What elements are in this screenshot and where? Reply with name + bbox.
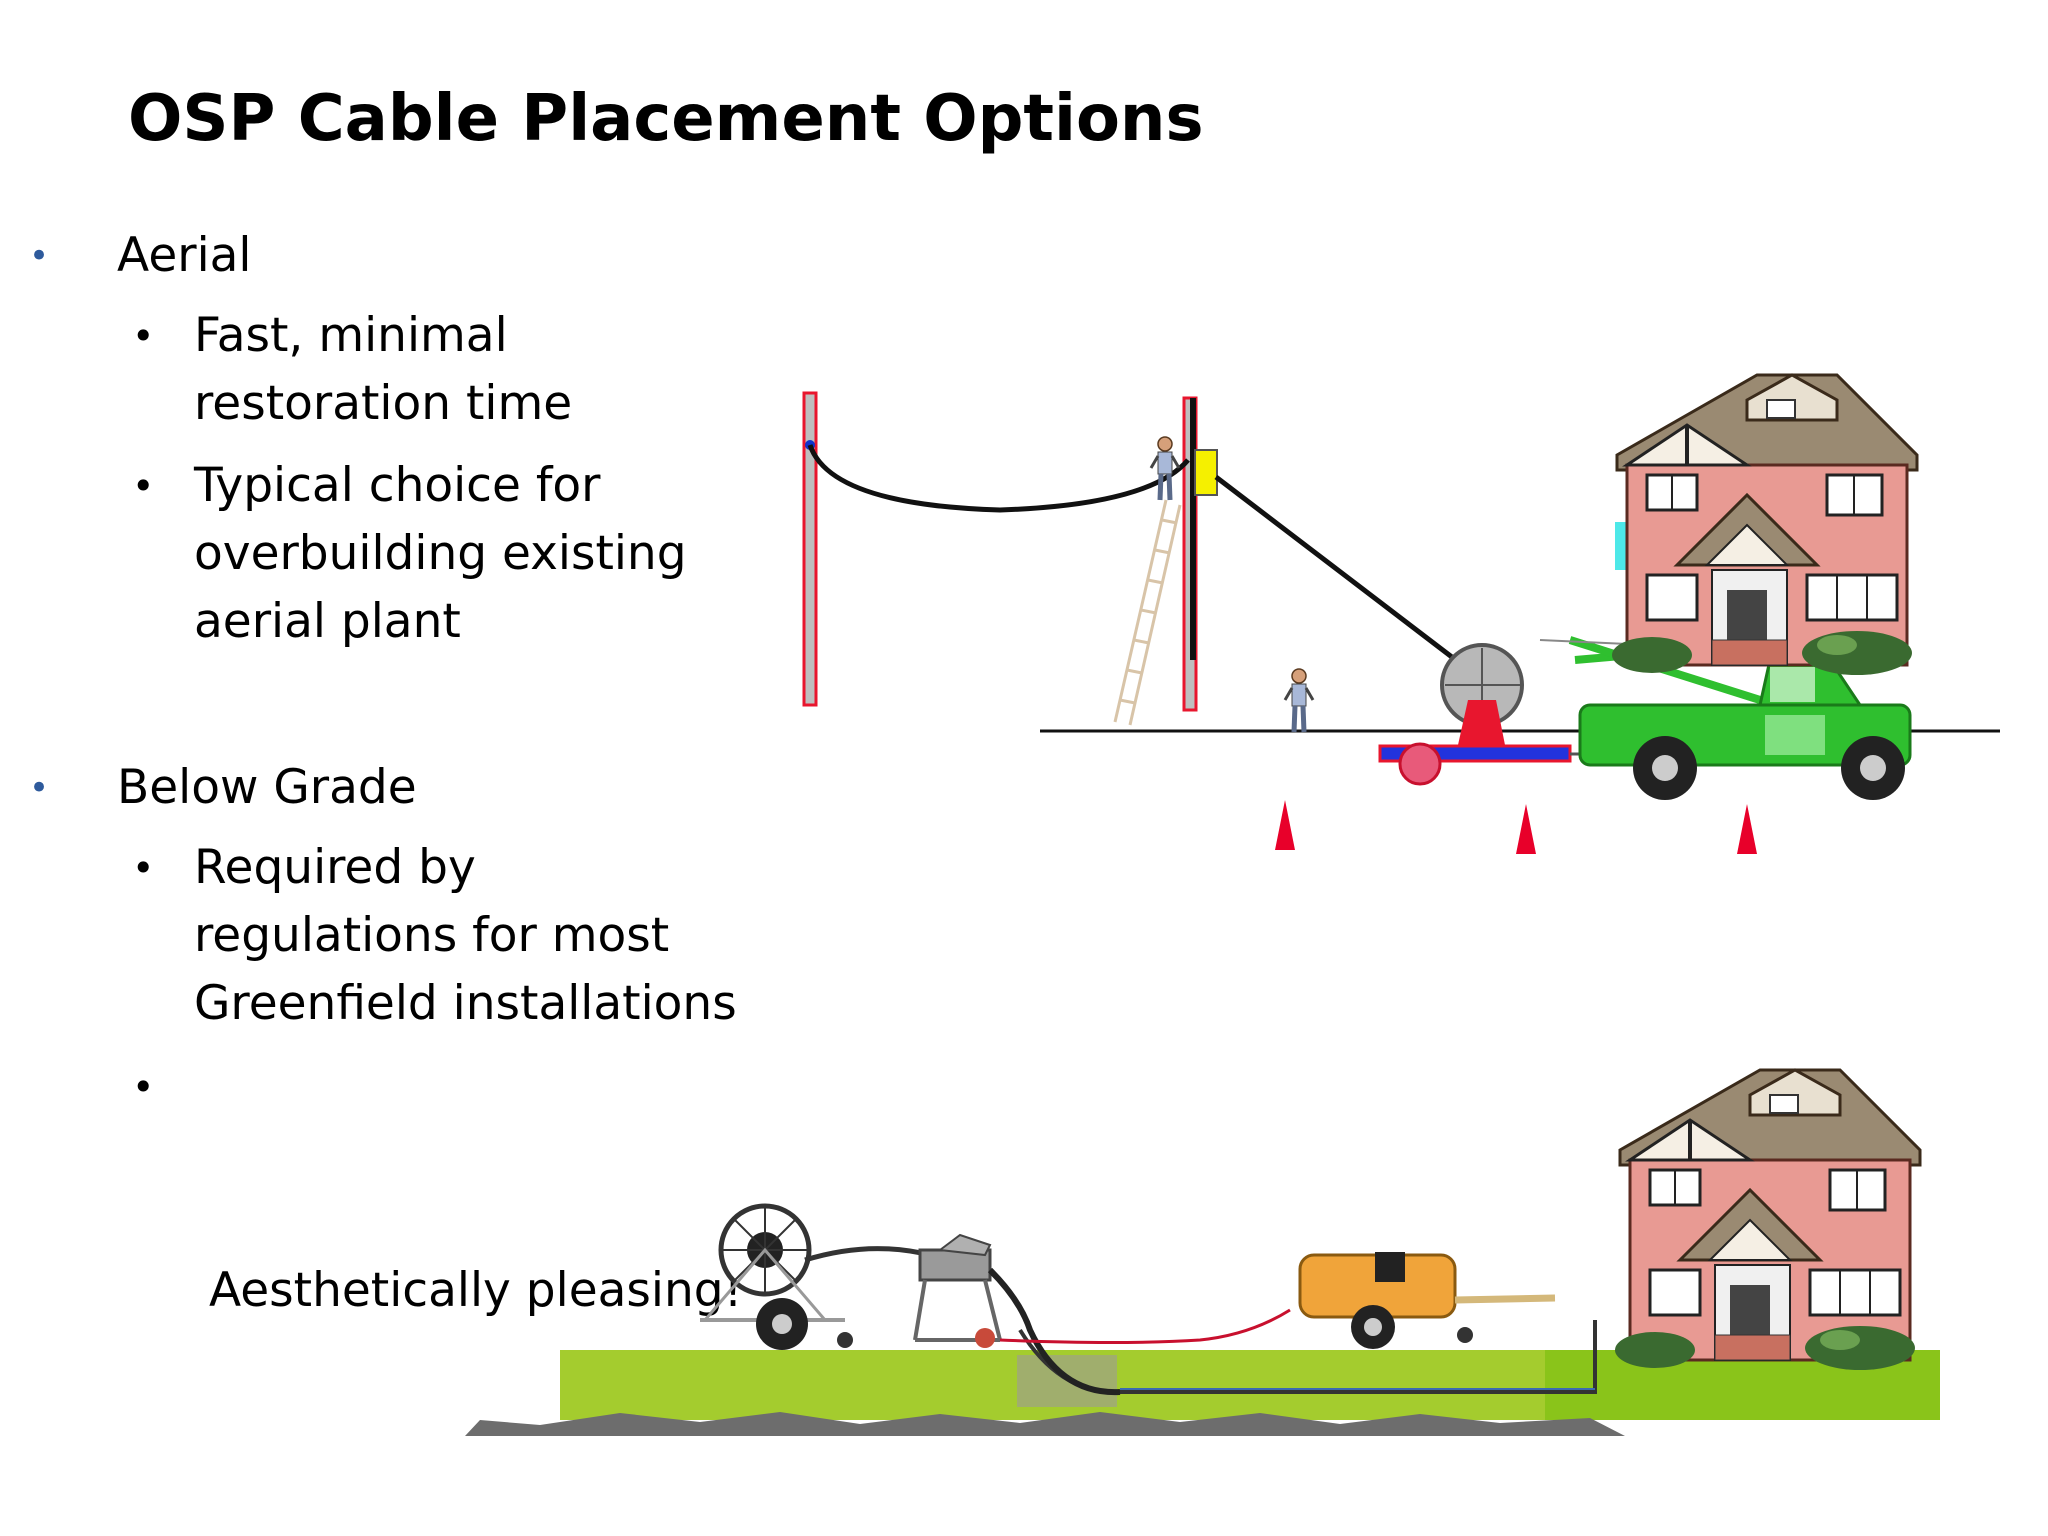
cable-feed <box>987 1267 1121 1396</box>
traffic-cone <box>1275 800 1295 850</box>
aerial-cable <box>807 444 1190 513</box>
sub-bullet-line: aerial plant <box>194 594 461 649</box>
house-below-grade <box>1613 1068 1922 1372</box>
hose-reel-cart <box>700 1203 853 1350</box>
cable-reel-trailer <box>1378 643 1590 786</box>
bullet-label: Below Grade <box>117 760 417 815</box>
sub-bullet: • Fast, minimal restoration time <box>132 302 573 438</box>
bullet-list: • Aerial • Fast, minimal restoration tim… <box>0 0 760 1536</box>
splice-closure <box>1194 449 1218 496</box>
air-compressor <box>1298 1252 1556 1349</box>
compressor-hose <box>999 1308 1291 1344</box>
sub-bullet-line: Required by <box>194 840 476 895</box>
bullet-dot-icon: • <box>132 464 155 508</box>
aerial-scene <box>802 373 2000 854</box>
sub-bullet: • Aesthetically pleasing! <box>132 1053 743 1461</box>
bullet-dot-icon: • <box>132 1065 155 1109</box>
bullet-below-grade: • Below Grade <box>29 754 417 822</box>
soil-ground <box>465 1412 1625 1436</box>
bullet-label: Aerial <box>117 228 252 283</box>
house-side-panel <box>1615 522 1627 570</box>
house-aerial <box>1610 373 1919 677</box>
sub-bullet-line: Aesthetically pleasing! <box>194 1263 743 1318</box>
cable-blowing-machine <box>913 1233 1002 1348</box>
sub-bullet: • Required by regulations for most Green… <box>132 834 737 1038</box>
bullet-dot-icon: • <box>132 314 155 358</box>
sub-bullet-line: overbuilding existing <box>194 526 687 581</box>
bullet-aerial: • Aerial <box>29 222 252 290</box>
sub-bullet-line: Typical choice for <box>194 458 601 513</box>
utility-pole-left <box>802 391 818 707</box>
worker <box>1285 669 1313 732</box>
traffic-cone <box>1516 804 1536 854</box>
bullet-dot-icon: • <box>29 236 50 276</box>
sub-bullet-line: Fast, minimal <box>194 308 508 363</box>
bullet-dot-icon: • <box>132 846 155 890</box>
bullet-dot-icon: • <box>29 768 50 808</box>
pull-line <box>1214 475 1484 682</box>
air-hose <box>804 1246 931 1263</box>
lineman-on-ladder <box>1151 437 1179 500</box>
sub-bullet-line: restoration time <box>194 376 573 431</box>
sub-bullet-line: Greenfield installations <box>194 976 737 1031</box>
traffic-cone <box>1737 804 1757 854</box>
sub-bullet: • Typical choice for overbuilding existi… <box>132 452 687 656</box>
slide-title: OSP Cable Placement Options <box>128 82 1204 156</box>
below-grade-scene <box>465 1068 1940 1436</box>
sub-bullet-line: regulations for most <box>194 908 670 963</box>
ladder <box>1113 499 1182 726</box>
